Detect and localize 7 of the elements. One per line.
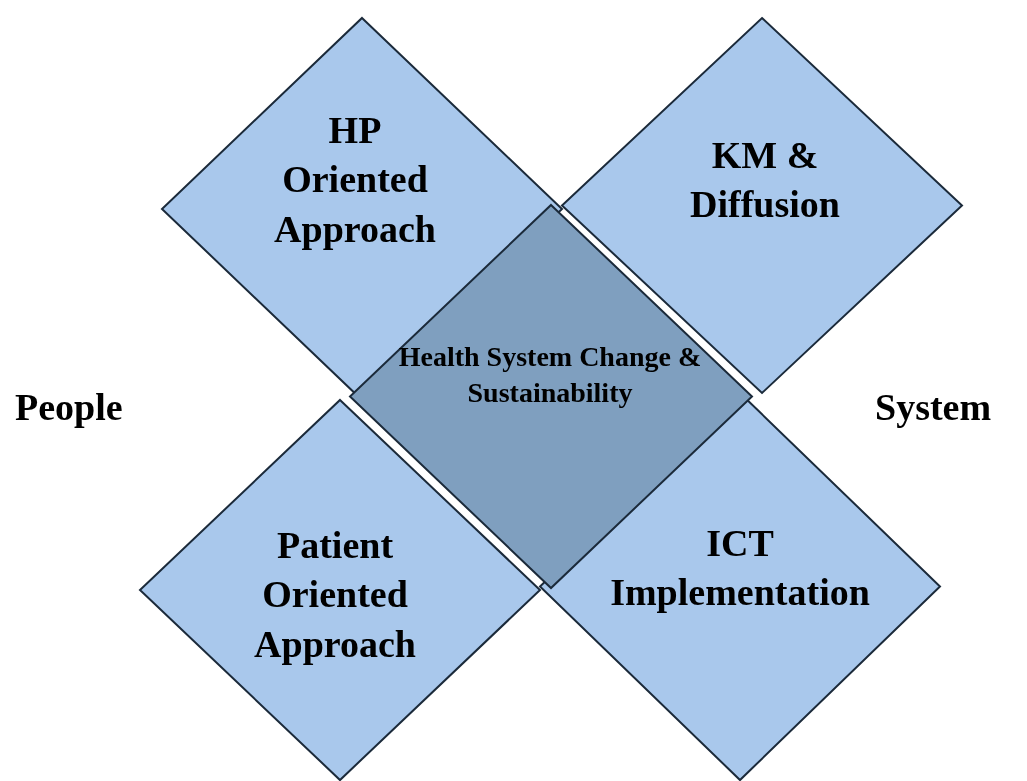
axis-label: System [875, 385, 992, 429]
diamond-label: KM & Diffusion [690, 132, 840, 227]
diamond-label: Health System Change & Sustainability [397, 339, 703, 410]
axis-label: People [15, 385, 123, 429]
diamond-label: HP Oriented Approach [274, 107, 436, 252]
diamond-label: ICT Implementation [610, 520, 870, 615]
diamond-label: Patient Oriented Approach [254, 522, 416, 667]
